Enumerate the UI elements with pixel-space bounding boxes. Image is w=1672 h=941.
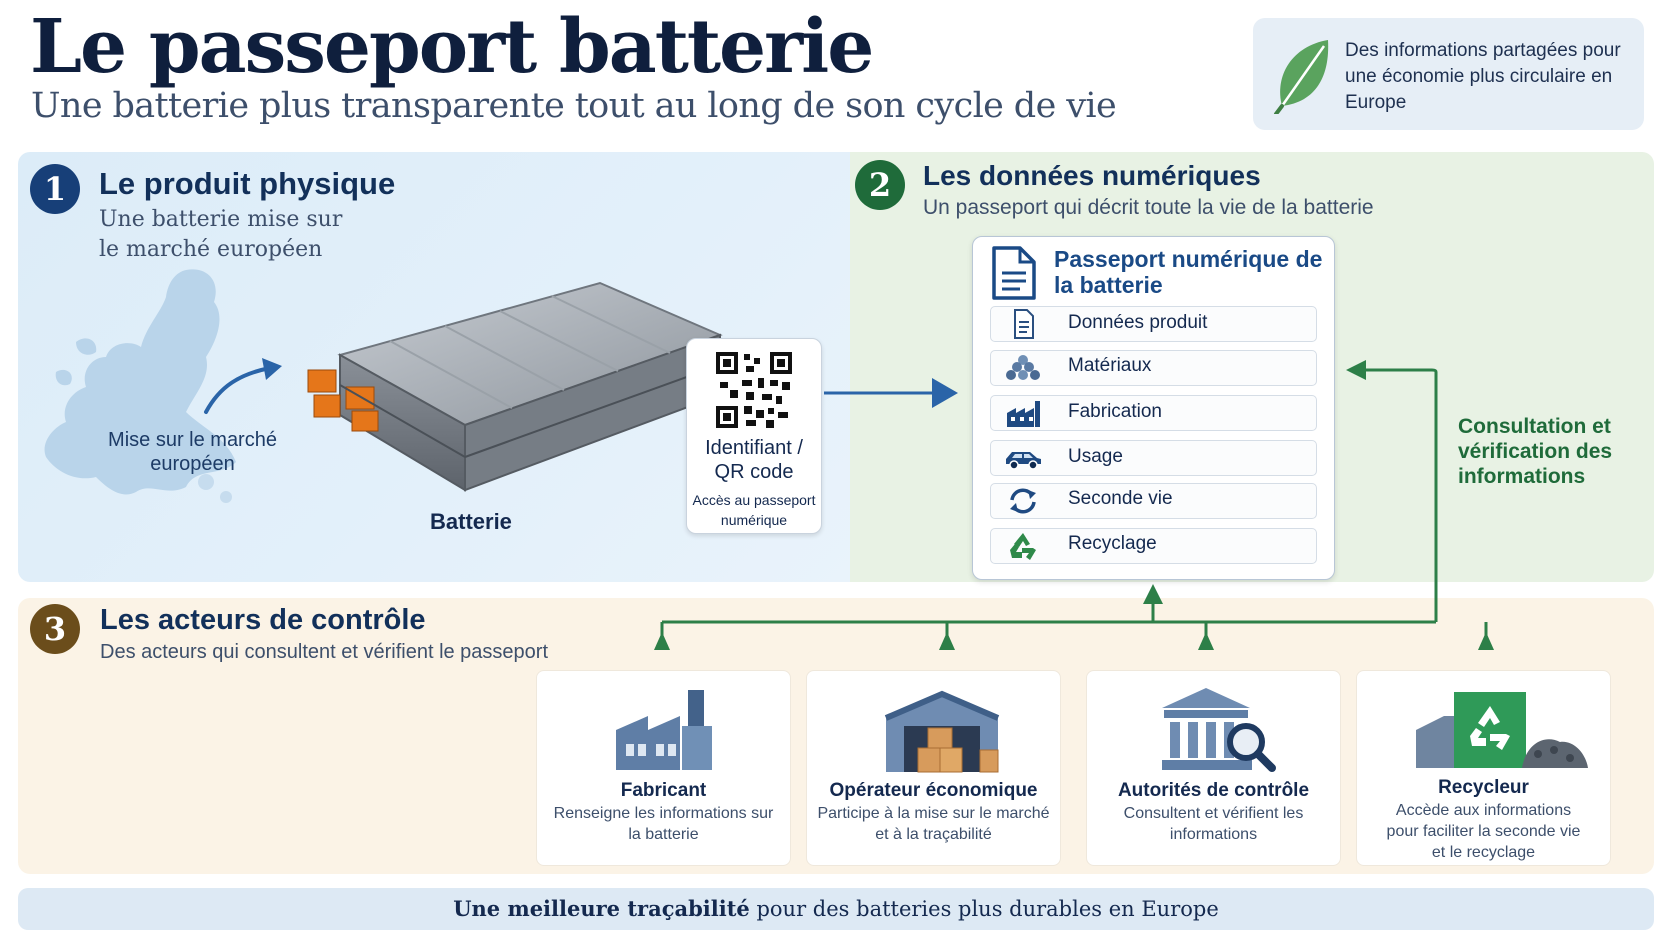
factory-icon <box>1007 401 1040 427</box>
consultation-return-line <box>1366 368 1438 622</box>
actor-name: Opérateur économique <box>829 780 1038 801</box>
passport-row-label: Matériaux <box>1068 355 1152 376</box>
consultation-label: Consultation et vérification des informa… <box>1458 415 1613 488</box>
actor-arrowhead-operator <box>939 632 955 650</box>
passport-row-usage[interactable] <box>990 440 1317 476</box>
footer-text: Une meilleure traçabilité pour des batte… <box>18 896 1654 921</box>
passport-row-label: Recyclage <box>1068 533 1157 554</box>
passport-row-second-life[interactable] <box>990 483 1317 519</box>
actor-description: Participe à la mise sur le marché et à l… <box>817 805 1050 843</box>
leaf-icon <box>1274 40 1329 114</box>
actor-arrowhead-recycler <box>1478 632 1494 650</box>
consultation-return-arrowhead <box>1346 360 1366 380</box>
actor-arrowhead-fabricant <box>654 632 670 650</box>
actor-description: Consultent et vérifient les informations <box>1123 805 1304 843</box>
passport-row-label: Fabrication <box>1068 401 1162 422</box>
europe-map-icon <box>44 269 237 503</box>
manufacturer-factory-icon <box>616 690 712 770</box>
cycle-icon <box>1010 488 1036 514</box>
footer-bold: Une meilleure traçabilité <box>453 896 750 921</box>
qr-code-icon <box>716 352 792 428</box>
passport-title: Passeport numérique de la batterie <box>1054 246 1323 298</box>
section-1-title: Le produit physique <box>99 166 396 201</box>
page-title: Le passeport batterie <box>30 4 874 90</box>
section-1-number-badge: 1 <box>30 164 80 214</box>
callout-text: Des informations partagées pour une écon… <box>1345 40 1621 113</box>
passport-row-materials[interactable] <box>990 350 1317 386</box>
recycle-icon <box>1010 533 1036 560</box>
actor-name: Fabricant <box>620 780 707 801</box>
passport-row-product-data[interactable] <box>990 306 1317 342</box>
section-2-number-badge: 2 <box>855 160 905 210</box>
actor-description: Accède aux informations pour faciliter l… <box>1386 802 1581 861</box>
authority-magnifier-icon <box>1162 688 1276 772</box>
qr-to-passport-arrowhead <box>932 378 958 408</box>
footer-banner <box>18 888 1654 930</box>
footer-rest: pour des batteries plus durables en Euro… <box>749 897 1219 921</box>
section-3-subtitle: Des acteurs qui consultent et vérifient … <box>100 641 549 663</box>
qr-code-sublabel: Accès au passeport numérique <box>692 492 816 528</box>
page-subtitle: Une batterie plus transparente tout au l… <box>31 86 1117 126</box>
battery-pack-icon <box>307 281 723 492</box>
section-3-title: Les acteurs de contrôle <box>100 604 426 636</box>
warehouse-icon <box>884 690 1000 773</box>
passport-row-manufacturing[interactable] <box>990 395 1317 431</box>
document-icon <box>1014 309 1034 339</box>
passport-row-recycling[interactable] <box>990 528 1317 564</box>
materials-icon <box>1006 355 1040 380</box>
section-3-number-badge: 3 <box>30 604 80 654</box>
car-icon <box>1006 452 1041 470</box>
battery-label: Batterie <box>430 509 512 534</box>
recycler-icon <box>1416 692 1588 768</box>
passport-document-icon <box>992 246 1036 300</box>
actor-arrowhead-authorities <box>1198 632 1214 650</box>
passport-row-label: Usage <box>1068 446 1123 467</box>
actor-name: Autorités de contrôle <box>1117 780 1310 801</box>
qr-code-label: Identifiant / QR code <box>705 437 803 483</box>
section-1-subtitle: Une batterie mise sur le marché européen <box>99 207 343 262</box>
market-arrow-icon <box>204 358 282 414</box>
actor-name: Recycleur <box>1438 777 1529 798</box>
bus-to-passport-arrowhead <box>1143 584 1163 604</box>
actor-description: Renseigne les informations sur la batter… <box>553 805 774 843</box>
passport-row-label: Données produit <box>1068 312 1208 333</box>
passport-row-label: Seconde vie <box>1068 488 1173 509</box>
section-2-title: Les données numériques <box>923 160 1261 191</box>
market-label: Mise sur le marché européen <box>108 429 277 475</box>
section-2-subtitle: Un passeport qui décrit toute la vie de … <box>923 196 1374 219</box>
